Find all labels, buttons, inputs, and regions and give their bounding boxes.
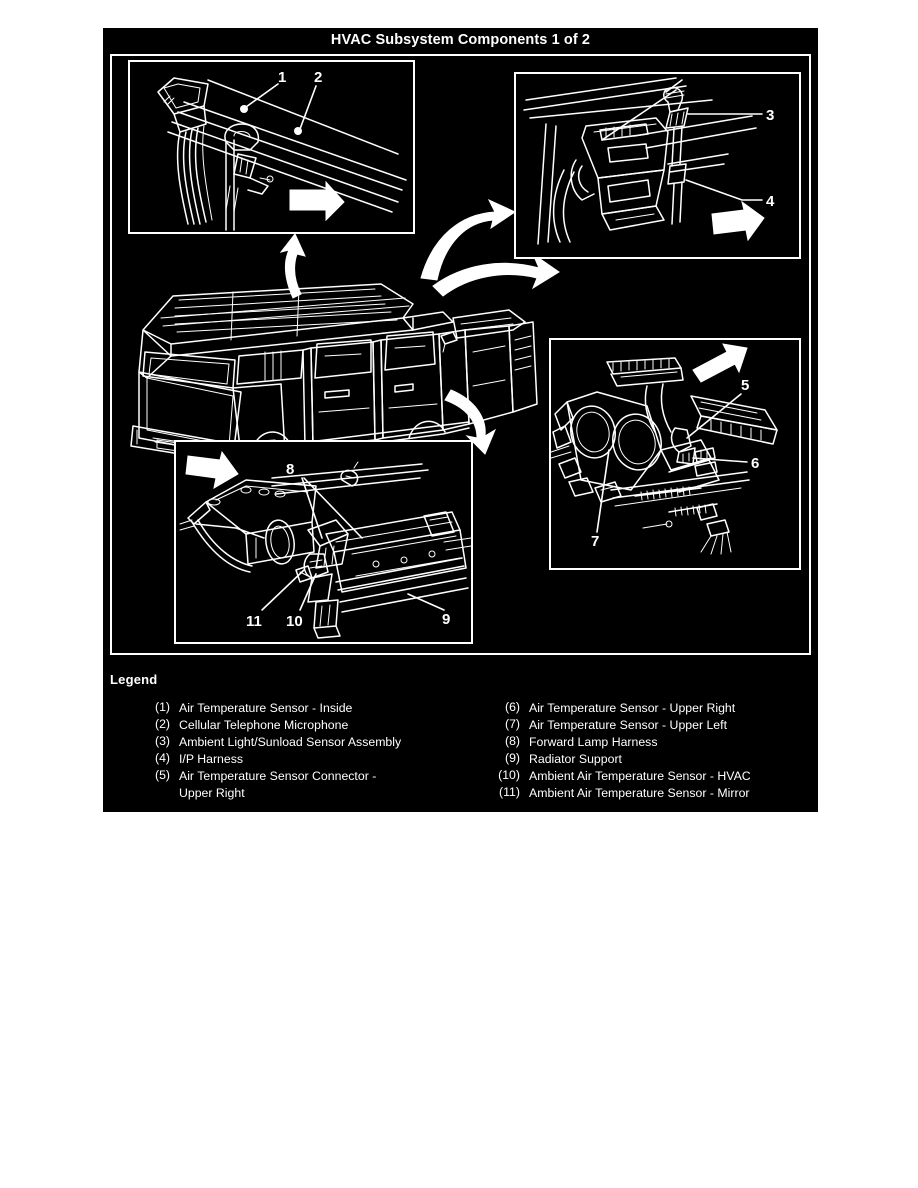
legend-item-label: Forward Lamp Harness	[529, 735, 658, 749]
legend-item: (4) I/P Harness	[143, 751, 483, 768]
legend-item-number: (8)	[504, 734, 520, 748]
legend-item-label: I/P Harness	[179, 752, 244, 766]
legend-item-label: Air Temperature Sensor - Upper Left	[529, 718, 727, 732]
legend-heading: Legend	[110, 672, 158, 687]
legend-item: (9) Radiator Support	[493, 751, 818, 768]
panel-roof-detail: 1 2	[128, 60, 415, 234]
legend-item-label: Air Temperature Sensor - Upper Right	[529, 701, 736, 715]
legend-item-label-line1: Air Temperature Sensor Connector -	[179, 769, 377, 783]
callout-11: 11	[246, 613, 262, 630]
legend-item-number: (4)	[154, 751, 170, 765]
legend-item-number: (11)	[499, 785, 520, 799]
legend-item-number: (2)	[154, 717, 170, 731]
legend-item: (6) Air Temperature Sensor - Upper Right	[493, 700, 818, 717]
legend-item: (7) Air Temperature Sensor - Upper Left	[493, 717, 818, 734]
legend-item-label: Ambient Light/Sunload Sensor Assembly	[179, 735, 402, 749]
illustration-frame	[110, 54, 811, 655]
legend-item: (11) Ambient Air Temperature Sensor - Mi…	[493, 785, 818, 802]
callout-4: 4	[766, 193, 775, 210]
callout-7: 7	[591, 533, 599, 550]
callout-10: 10	[286, 613, 303, 630]
legend-item-label: Air Temperature Sensor - Inside	[179, 701, 353, 715]
vehicle-illustration	[113, 260, 543, 460]
panel-hvac-detail: 5 6 7	[549, 338, 801, 570]
callout-9: 9	[442, 611, 450, 628]
legend-item-number: (6)	[504, 700, 520, 714]
callout-8: 8	[286, 461, 294, 478]
legend-item: (5) Air Temperature Sensor Connector - U…	[143, 768, 483, 802]
figure-title-bar: HVAC Subsystem Components 1 of 2	[103, 28, 818, 51]
legend-item-number: (7)	[504, 717, 520, 731]
legend-item: (8) Forward Lamp Harness	[493, 734, 818, 751]
callout-5: 5	[741, 377, 749, 394]
legend-item: (1) Air Temperature Sensor - Inside	[143, 700, 483, 717]
legend: Legend (1) Air Temperature Sensor - Insi…	[103, 662, 818, 812]
legend-item-label: Cellular Telephone Microphone	[179, 718, 349, 732]
panel-sunload-detail: 3 4	[514, 72, 801, 259]
legend-item: (2) Cellular Telephone Microphone	[143, 717, 483, 734]
legend-item: (3) Ambient Light/Sunload Sensor Assembl…	[143, 734, 483, 751]
legend-item-label: Ambient Air Temperature Sensor - HVAC	[529, 769, 751, 783]
panel-radiator-detail: 8 9 10 11	[174, 440, 473, 644]
callout-2: 2	[314, 69, 322, 86]
page-title: HVAC Subsystem Components 1 of 2	[330, 31, 591, 48]
legend-item-number: (3)	[154, 734, 170, 748]
legend-item-label: Radiator Support	[529, 752, 622, 766]
legend-item-number: (9)	[504, 751, 520, 765]
hvac-figure: HVAC Subsystem Components 1 of 2	[103, 28, 818, 812]
callout-6: 6	[751, 455, 759, 472]
legend-item-number: (10)	[498, 768, 520, 782]
callout-1: 1	[278, 69, 286, 86]
legend-item-number: (5)	[154, 768, 170, 782]
legend-item-label: Air Temperature Sensor Connector - Upper…	[179, 768, 483, 802]
callout-3: 3	[766, 107, 774, 124]
legend-column-right: (6) Air Temperature Sensor - Upper Right…	[493, 700, 818, 802]
legend-column-left: (1) Air Temperature Sensor - Inside (2) …	[143, 700, 483, 802]
legend-item: (10) Ambient Air Temperature Sensor - HV…	[493, 768, 818, 785]
legend-item-label-line2: Upper Right	[179, 786, 245, 800]
legend-item-label: Ambient Air Temperature Sensor - Mirror	[529, 786, 750, 800]
legend-item-number: (1)	[154, 700, 170, 714]
